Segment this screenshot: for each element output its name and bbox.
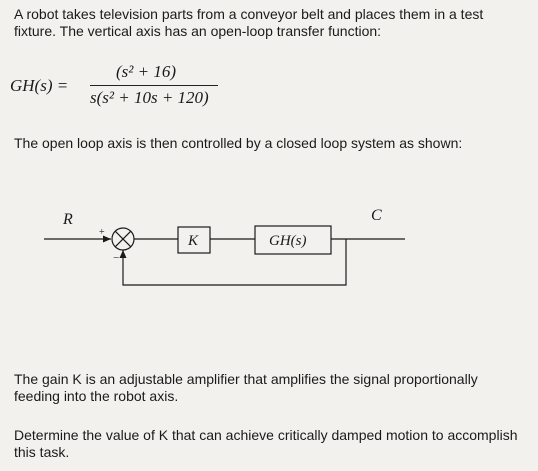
feedback-path <box>122 239 347 286</box>
block-diagram: R C K GH(s) + − <box>44 207 405 286</box>
equation-numerator: (s² + 16) <box>116 62 177 81</box>
summing-cross-b <box>114 230 132 248</box>
equation-fraction: (s² + 16) s(s² + 10s + 120) <box>90 62 230 108</box>
task-paragraph: Determine the value of K that can achiev… <box>14 427 518 460</box>
equation-denominator: s(s² + 10s + 120) <box>90 88 209 107</box>
gain-block <box>177 226 211 254</box>
equation-lhs: GH(s) = <box>10 76 69 95</box>
input-arrowhead <box>103 235 111 243</box>
plus-sign: + <box>99 227 105 238</box>
openloop-paragraph: The open loop axis is then controlled by… <box>14 135 463 151</box>
intro-paragraph: A robot takes television parts from a co… <box>14 6 484 39</box>
feedback-arrowhead <box>119 250 127 258</box>
plant-block-label: GH(s) <box>269 233 307 249</box>
output-label: C <box>371 207 382 224</box>
minus-sign: − <box>113 252 119 264</box>
input-label: R <box>62 211 73 228</box>
plant-block <box>254 225 332 255</box>
fraction-bar <box>90 85 218 86</box>
gain-block-label: K <box>187 233 199 249</box>
gain-paragraph: The gain K is an adjustable amplifier th… <box>14 371 478 404</box>
